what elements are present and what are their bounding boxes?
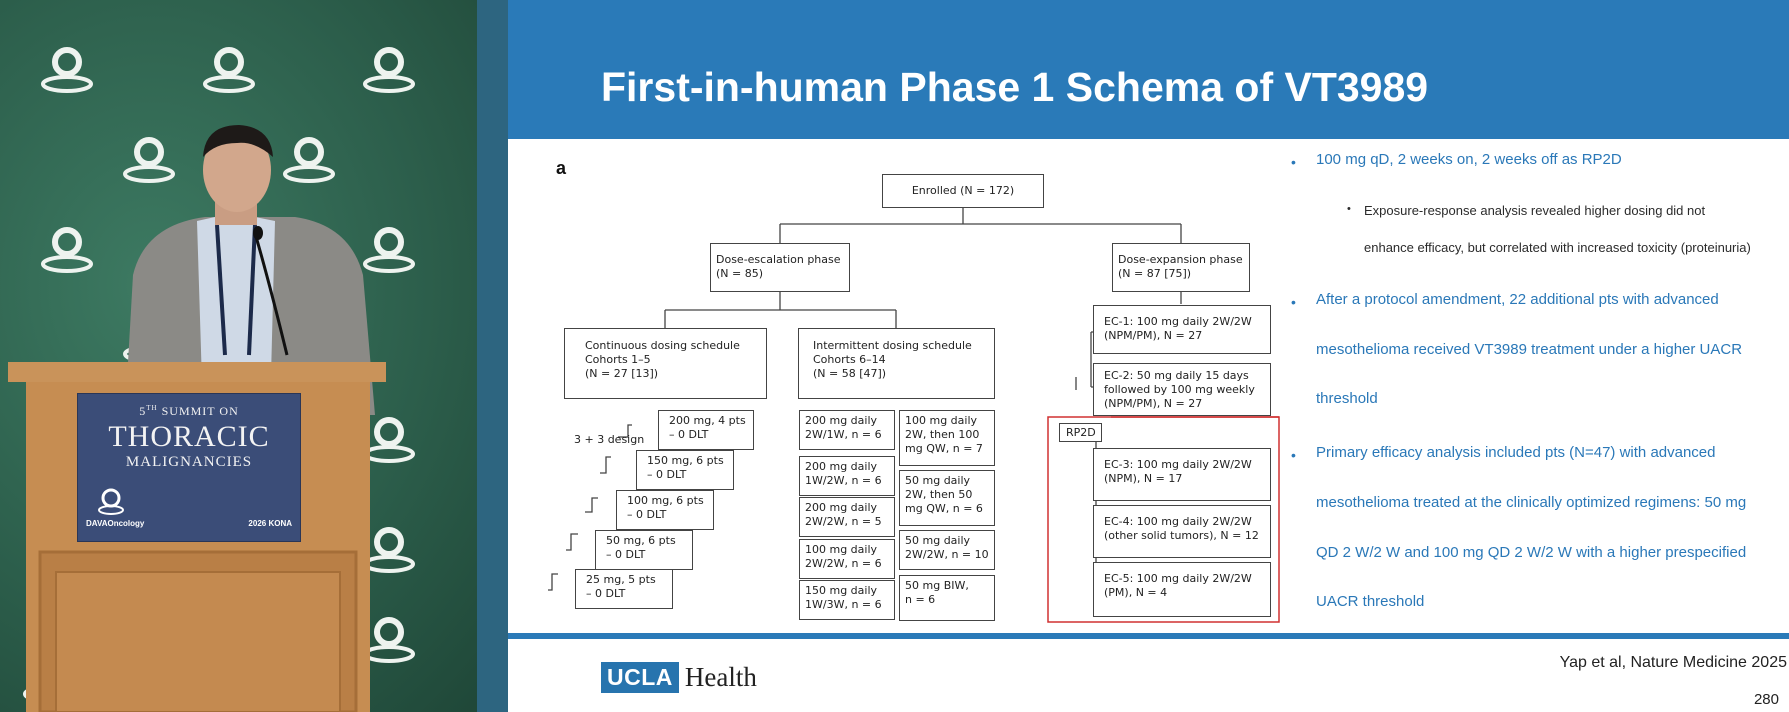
- dose-escalation-box: Dose-escalation phase (N = 85): [710, 243, 850, 292]
- intermittent-cohort-box: 100 mg daily 2W, then 100 mg QW, n = 7: [899, 410, 995, 466]
- backdrop-logo-icon: [363, 227, 415, 273]
- bullet-3-line-4: UACR threshold: [1316, 593, 1425, 610]
- intermittent-cohort-box: 150 mg daily 1W/3W, n = 6: [799, 580, 895, 620]
- sign-summit-line: 5TH SUMMIT ON: [139, 404, 239, 418]
- backdrop-logo-icon: [41, 47, 93, 93]
- intermittent-cohort-box: 100 mg daily 2W/2W, n = 6: [799, 539, 895, 579]
- intermittent-cohort-box: 50 mg daily 2W, then 50 mg QW, n = 6: [899, 470, 995, 526]
- sign-title-2: MALIGNANCIES: [125, 454, 253, 470]
- slide-number: 280: [1753, 691, 1779, 708]
- sign-brand-left: DAVAOncology: [86, 519, 145, 528]
- bullet-3-line-1: Primary efficacy analysis included pts (…: [1316, 444, 1716, 461]
- sub-bullet-dot-1: •: [1347, 203, 1351, 215]
- citation: Yap et al, Nature Medicine 2025: [1559, 654, 1787, 671]
- staircase-cohort-box: 50 mg, 6 pts – 0 DLT: [595, 530, 693, 570]
- rp2d-label: RP2D: [1059, 423, 1102, 442]
- bullet-dot-2: •: [1291, 294, 1296, 310]
- enrolled-box: Enrolled (N = 172): [882, 174, 1044, 208]
- bullet-2-line-2: mesothelioma received VT3989 treatment u…: [1316, 341, 1743, 358]
- backdrop-logo-icon: [203, 47, 255, 93]
- ec3-box: EC-3: 100 mg daily 2W/2W (NPM), N = 17: [1093, 448, 1271, 501]
- bullet-2-line-1: After a protocol amendment, 22 additiona…: [1316, 291, 1719, 308]
- backdrop-logo-icon: [41, 227, 93, 273]
- summit-sign: 5TH SUMMIT ON THORACIC MALIGNANCIES DAVA…: [77, 393, 301, 542]
- ec1-box: EC-1: 100 mg daily 2W/2W (NPM/PM), N = 2…: [1093, 305, 1271, 354]
- intermittent-cohort-box: 200 mg daily 2W/1W, n = 6: [799, 410, 895, 450]
- sign-title-1: THORACIC: [108, 420, 270, 453]
- backdrop-logo-icon: [363, 47, 415, 93]
- panel-letter: a: [556, 158, 567, 178]
- bullet-3-line-3: QD 2 W/2 W and 100 mg QD 2 W/2 W with a …: [1316, 544, 1747, 561]
- staircase-cohort-box: 150 mg, 6 pts – 0 DLT: [636, 450, 734, 490]
- staircase-cohort-box: 25 mg, 5 pts – 0 DLT: [575, 569, 673, 609]
- backdrop-logo-icon: [123, 137, 175, 183]
- intermittent-cohort-box: 200 mg daily 2W/2W, n = 5: [799, 497, 895, 537]
- bullet-1: 100 mg qD, 2 weeks on, 2 weeks off as RP…: [1316, 151, 1622, 168]
- design-label: 3 + 3 design: [574, 433, 645, 446]
- presentation-slide: First-in-human Phase 1 Schema of VT3989 …: [508, 0, 1789, 712]
- footer-band: [508, 633, 1789, 639]
- continuous-schedule-box: Continuous dosing schedule Cohorts 1–5 (…: [564, 328, 767, 399]
- intermittent-cohort-box: 50 mg daily 2W/2W, n = 10: [899, 530, 995, 570]
- ec4-box: EC-4: 100 mg daily 2W/2W (other solid tu…: [1093, 505, 1271, 558]
- sub-bullet-1-line-1: Exposure-response analysis revealed high…: [1364, 203, 1706, 218]
- speaker-video: 5TH SUMMIT ON THORACIC MALIGNANCIES DAVA…: [0, 0, 508, 712]
- ucla-logo-text: Health: [684, 661, 757, 692]
- stage-divider: [477, 0, 508, 712]
- bullet-dot-1: •: [1291, 154, 1296, 170]
- dose-expansion-box: Dose-expansion phase (N = 87 [75]): [1112, 243, 1250, 292]
- bullet-2-line-3: threshold: [1316, 390, 1378, 407]
- backdrop-logo-icon: [283, 137, 335, 183]
- bullet-3-line-2: mesothelioma treated at the clinically o…: [1316, 494, 1747, 511]
- slide-header: First-in-human Phase 1 Schema of VT3989: [508, 0, 1789, 139]
- intermittent-cohort-box: 50 mg BIW, n = 6: [899, 575, 995, 621]
- intermittent-schedule-box: Intermittent dosing schedule Cohorts 6–1…: [798, 328, 995, 399]
- ucla-health-logo: UCLA Health: [601, 660, 757, 694]
- staircase-cohort-box: 200 mg, 4 pts – 0 DLT: [658, 410, 754, 450]
- ec5-box: EC-5: 100 mg daily 2W/2W (PM), N = 4: [1093, 562, 1271, 617]
- slide-title: First-in-human Phase 1 Schema of VT3989: [601, 64, 1429, 110]
- ec2-box: EC-2: 50 mg daily 15 days followed by 10…: [1093, 363, 1271, 416]
- sub-bullet-1-line-2: enhance efficacy, but correlated with in…: [1364, 240, 1751, 255]
- sign-brand-right: 2026 KONA: [248, 519, 292, 528]
- staircase-cohort-box: 100 mg, 6 pts – 0 DLT: [616, 490, 714, 530]
- bullet-dot-3: •: [1291, 447, 1296, 463]
- intermittent-cohort-box: 200 mg daily 1W/2W, n = 6: [799, 456, 895, 496]
- ucla-logo-box: UCLA: [601, 661, 679, 693]
- dava-logo-icon: [98, 488, 124, 515]
